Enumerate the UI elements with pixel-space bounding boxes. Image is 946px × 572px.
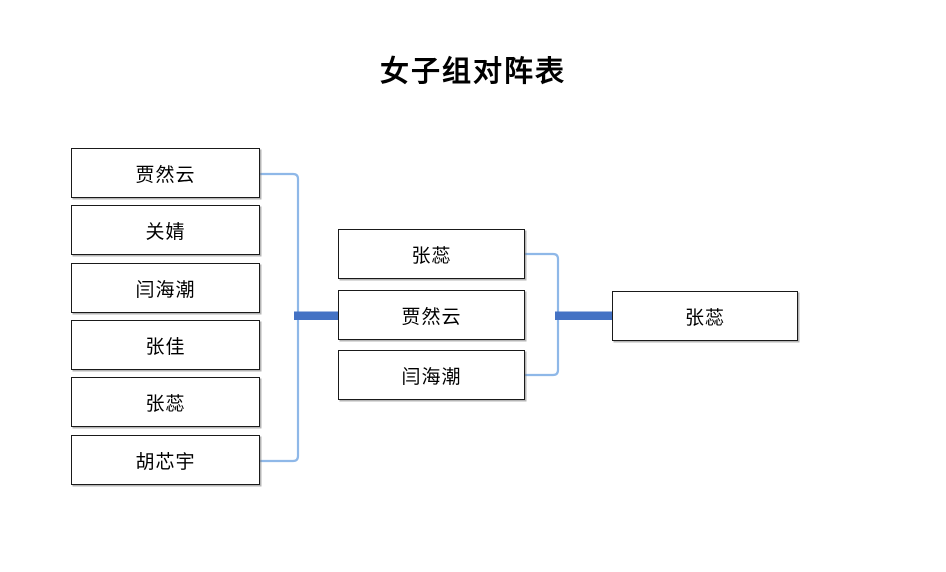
bracket-node-round2-3[interactable]: 闫海潮 bbox=[338, 350, 525, 400]
connector-round2-bottom bbox=[523, 318, 560, 377]
bracket-node-round1-4[interactable]: 张佳 bbox=[71, 320, 260, 370]
bracket-node-label: 张蕊 bbox=[411, 245, 452, 267]
bracket-node-round1-3[interactable]: 闫海潮 bbox=[71, 263, 260, 313]
bracket-node-label: 张蕊 bbox=[145, 393, 186, 415]
connector-bar-round1 bbox=[294, 311, 340, 320]
connector-bar-round2 bbox=[555, 311, 614, 320]
bracket-node-winner[interactable]: 张蕊 bbox=[612, 291, 798, 341]
bracket-node-label: 闫海潮 bbox=[135, 279, 196, 301]
connector-round2-top bbox=[523, 252, 560, 314]
bracket-node-round2-1[interactable]: 张蕊 bbox=[338, 229, 525, 279]
page-title: 女子组对阵表 bbox=[379, 56, 566, 88]
bracket-node-label: 张蕊 bbox=[684, 307, 725, 329]
bracket-node-label: 胡芯宇 bbox=[135, 451, 196, 473]
bracket-node-label: 关婧 bbox=[145, 221, 186, 243]
bracket-node-round2-2[interactable]: 贾然云 bbox=[338, 290, 525, 340]
connector-round1-bottom bbox=[258, 318, 300, 463]
bracket-node-label: 贾然云 bbox=[401, 306, 462, 328]
bracket-node-round1-6[interactable]: 胡芯宇 bbox=[71, 435, 260, 485]
bracket-node-label: 闫海潮 bbox=[401, 366, 462, 388]
connector-round1-top bbox=[258, 172, 300, 314]
bracket-node-label: 张佳 bbox=[145, 336, 186, 358]
bracket-node-round1-5[interactable]: 张蕊 bbox=[71, 377, 260, 427]
bracket-node-round1-1[interactable]: 贾然云 bbox=[71, 148, 260, 198]
bracket-node-round1-2[interactable]: 关婧 bbox=[71, 205, 260, 255]
bracket-node-label: 贾然云 bbox=[135, 164, 196, 186]
